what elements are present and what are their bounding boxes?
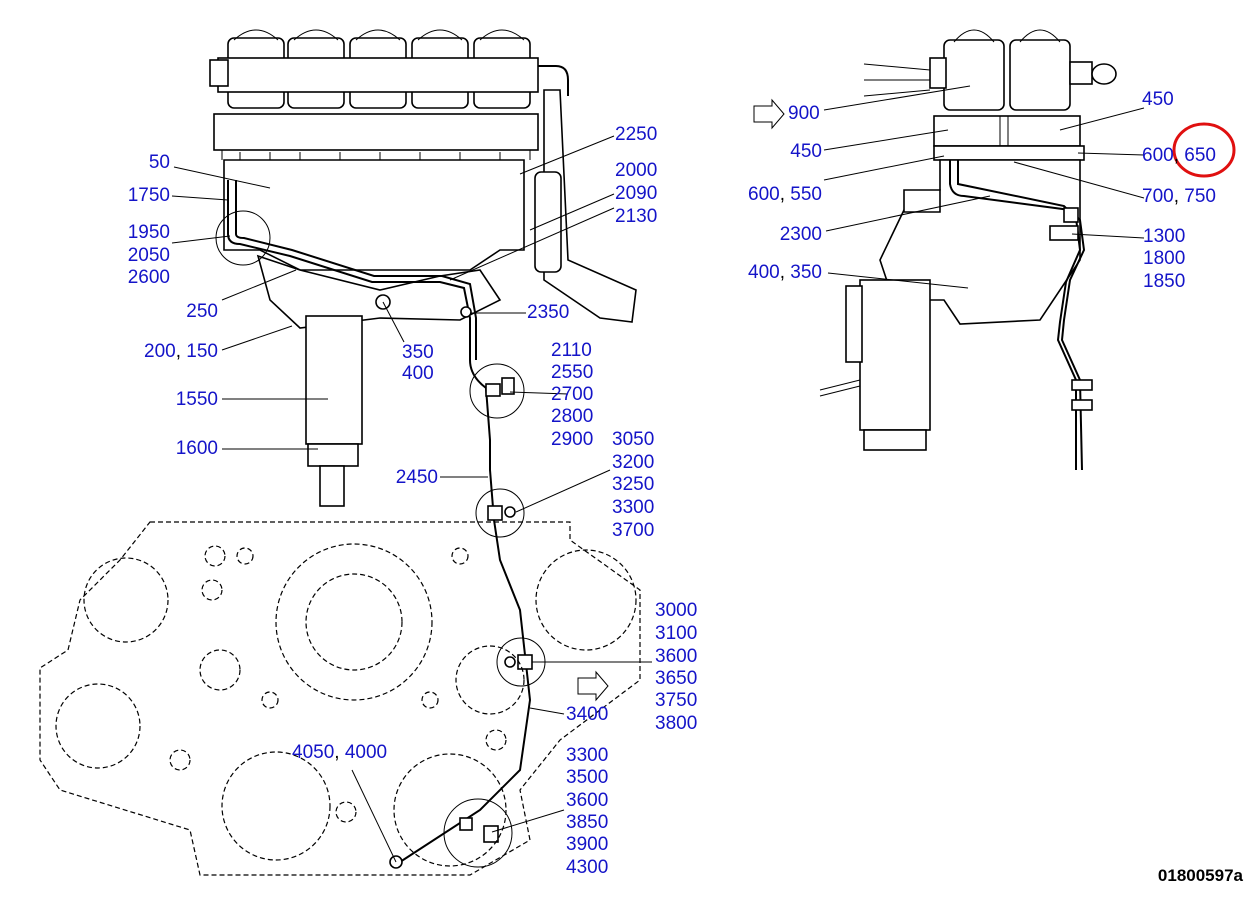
- callout-3500: 3500: [566, 767, 609, 788]
- callout-3300-a: 3300: [612, 497, 655, 518]
- callout-4300: 4300: [566, 857, 609, 878]
- callout-50: 50: [148, 152, 170, 173]
- callout-2050: 2050: [127, 245, 170, 266]
- detail-circle-3050: [475, 488, 525, 538]
- callout-3200: 3200: [612, 452, 655, 473]
- callout-3600-b: 3600: [566, 790, 609, 811]
- highlight-circle: [1172, 122, 1236, 178]
- callout-2600: 2600: [127, 267, 170, 288]
- intake-pipe: [543, 89, 637, 323]
- callout-450-a: 450: [1142, 89, 1174, 110]
- callout-1800: 1800: [1143, 248, 1186, 269]
- callout-3600-a: 3600: [655, 646, 698, 667]
- callout-2700: 2700: [551, 384, 594, 405]
- callout-600-550: 600, 550: [748, 184, 822, 205]
- callout-1300: 1300: [1143, 226, 1186, 247]
- callout-2900: 2900: [551, 429, 594, 450]
- callout-2000: 2000: [615, 160, 658, 181]
- lower-housing: [256, 254, 502, 329]
- flow-arrow-icon: [577, 670, 609, 702]
- callout-1550: 1550: [175, 389, 218, 410]
- callout-3650: 3650: [655, 668, 698, 689]
- callout-3100: 3100: [655, 623, 698, 644]
- oil-filter: [305, 315, 363, 445]
- engine-block: [223, 159, 525, 271]
- callout-3400: 3400: [566, 704, 609, 725]
- callout-400-350: 400, 350: [748, 262, 822, 283]
- callout-3250: 3250: [612, 474, 655, 495]
- flow-arrow-icon-900: [753, 98, 785, 130]
- callout-2350: 2350: [527, 302, 570, 323]
- filter-drain: [319, 465, 345, 507]
- left-engine-assembly: [209, 29, 637, 869]
- callout-3050: 3050: [612, 429, 655, 450]
- callout-2450: 2450: [395, 467, 438, 488]
- callout-600-650: 600, 650: [1142, 145, 1216, 166]
- callout-4050-4000: 4050, 4000: [292, 742, 388, 763]
- callout-2800: 2800: [551, 406, 594, 427]
- callout-200-150: 200, 150: [144, 341, 218, 362]
- detail-circle-2110: [469, 363, 525, 419]
- callout-3000: 3000: [655, 600, 698, 621]
- right-engine-assembly: [819, 29, 1117, 471]
- leader-lines: [171, 85, 1145, 863]
- callout-400: 400: [402, 363, 434, 384]
- valve-covers: [209, 29, 569, 109]
- callout-2090: 2090: [615, 183, 658, 204]
- callout-2300: 2300: [779, 224, 822, 245]
- callout-2110: 2110: [551, 340, 592, 361]
- callout-3700: 3700: [612, 520, 655, 541]
- callout-1850: 1850: [1143, 271, 1186, 292]
- callout-2250: 2250: [615, 124, 658, 145]
- callout-3750: 3750: [655, 690, 698, 711]
- callout-2130: 2130: [615, 206, 658, 227]
- callout-900: 900: [788, 103, 820, 124]
- detail-circle-3300: [443, 798, 513, 868]
- callout-3800: 3800: [655, 713, 698, 734]
- drawing-number: 01800597a: [1157, 866, 1243, 885]
- callout-250: 250: [186, 301, 218, 322]
- callout-350: 350: [402, 342, 434, 363]
- callout-1750: 1750: [127, 185, 170, 206]
- gear-case-outline: [39, 521, 641, 876]
- callout-3850: 3850: [566, 812, 609, 833]
- callout-1600: 1600: [175, 438, 218, 459]
- callout-3300-b: 3300: [566, 745, 609, 766]
- head-block: [213, 113, 539, 151]
- callout-700-750: 700, 750: [1142, 186, 1216, 207]
- callout-450-b: 450: [790, 141, 822, 162]
- callout-1950: 1950: [127, 222, 170, 243]
- callout-3900: 3900: [566, 834, 609, 855]
- callout-2550: 2550: [551, 362, 594, 383]
